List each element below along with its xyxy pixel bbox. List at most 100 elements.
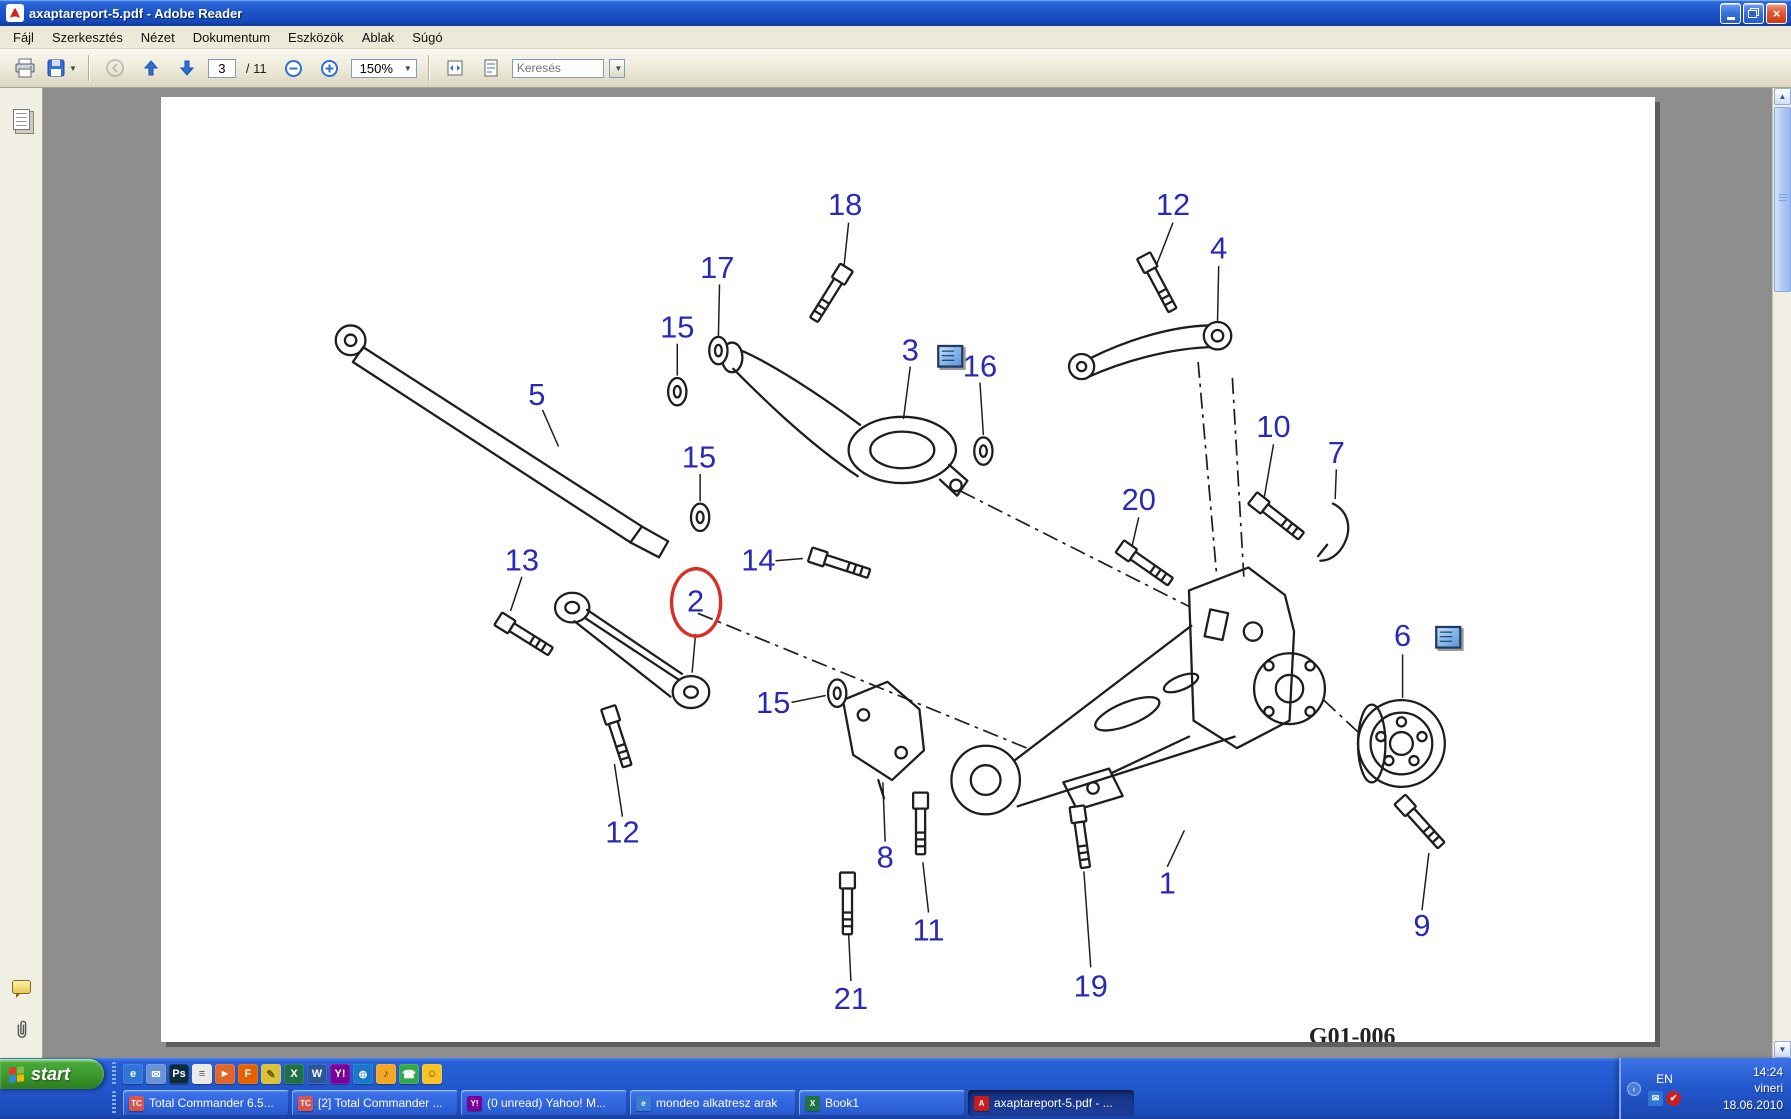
diagram-label-15: 15 bbox=[660, 310, 695, 345]
yahoo-messenger-icon[interactable]: Y! bbox=[330, 1064, 350, 1084]
taskbar-button-label: Book1 bbox=[825, 1096, 860, 1110]
toolbar-drag-handle[interactable] bbox=[112, 1091, 116, 1115]
taskbar-button-0-unread-yahoo-m[interactable]: Y!(0 unread) Yahoo! M... bbox=[461, 1090, 627, 1116]
scroll-down-button[interactable]: ▼ bbox=[1774, 1041, 1791, 1058]
chevron-down-icon: ▼ bbox=[69, 63, 77, 73]
window-icon: TC bbox=[298, 1095, 313, 1111]
paint-icon[interactable]: ✎ bbox=[261, 1064, 281, 1084]
media-player-icon[interactable]: ► bbox=[215, 1064, 235, 1084]
zoom-out-button[interactable] bbox=[279, 53, 309, 83]
pages-panel-button[interactable] bbox=[8, 106, 35, 133]
globe-icon[interactable]: ⊕ bbox=[353, 1064, 373, 1084]
diagram-label-15: 15 bbox=[681, 440, 717, 475]
window-icon: A bbox=[974, 1095, 989, 1111]
note-annotation-icon[interactable] bbox=[1435, 625, 1462, 649]
hide-tray-icons-button[interactable]: ‹ bbox=[1627, 1081, 1641, 1096]
menu-item-sugo[interactable]: Súgó bbox=[412, 29, 443, 45]
language-indicator[interactable]: EN bbox=[1656, 1071, 1673, 1086]
mail-icon[interactable]: ✉ bbox=[146, 1064, 166, 1084]
smiley-icon[interactable]: ☺ bbox=[422, 1064, 442, 1084]
vertical-scrollbar[interactable]: ▲ ▼ bbox=[1772, 88, 1791, 1058]
taskbar-button-label: Total Commander 6.5... bbox=[149, 1096, 274, 1110]
diagram-label-17: 17 bbox=[700, 250, 735, 285]
menu-item-fajl[interactable]: Fájl bbox=[13, 29, 34, 45]
photoshop-icon[interactable]: Ps bbox=[169, 1064, 189, 1084]
diagram-label-8: 8 bbox=[876, 840, 894, 875]
fit-page-button[interactable] bbox=[476, 53, 506, 83]
chevron-down-icon: ▼ bbox=[403, 63, 412, 73]
taskbar-button-2-total-commander[interactable]: TC [2] Total Commander ... bbox=[292, 1090, 458, 1116]
scrollbar-thumb[interactable] bbox=[1774, 107, 1791, 292]
clock[interactable]: 14:24 vineri 18.06.2010 bbox=[1723, 1064, 1783, 1113]
diagram-label-18: 18 bbox=[828, 187, 863, 223]
firefox-icon[interactable]: F bbox=[238, 1064, 258, 1084]
diagram-label-21: 21 bbox=[833, 981, 869, 1016]
page-number-input[interactable] bbox=[207, 58, 236, 78]
menu-item-dokumentum[interactable]: Dokumentum bbox=[192, 29, 271, 45]
tray-icon[interactable]: ✉ bbox=[1648, 1090, 1663, 1106]
phone-icon[interactable]: ☎ bbox=[399, 1064, 419, 1084]
window-icon: TC bbox=[129, 1095, 144, 1111]
word-icon[interactable]: W bbox=[307, 1064, 327, 1084]
adobe-reader-icon bbox=[6, 4, 24, 22]
diagram-label-5: 5 bbox=[528, 377, 546, 412]
diagram-label-16: 16 bbox=[962, 348, 998, 384]
fit-width-button[interactable] bbox=[440, 53, 470, 83]
taskbar-button-total-commander-6-5[interactable]: TC Total Commander 6.5... bbox=[123, 1090, 289, 1116]
excel-icon[interactable]: X bbox=[284, 1064, 304, 1084]
tray-date: 18.06.2010 bbox=[1722, 1097, 1783, 1112]
title-bar: axaptareport-5.pdf - Adobe Reader × bbox=[0, 0, 1791, 26]
internet-explorer-icon[interactable]: e bbox=[123, 1064, 143, 1084]
start-button[interactable]: start bbox=[0, 1059, 104, 1089]
print-button[interactable] bbox=[10, 53, 40, 83]
zoom-level-select[interactable]: 150% ▼ bbox=[350, 58, 417, 78]
system-tray: ‹ EN ✉ ✔ 14:24 vineri 18.06.2010 bbox=[1619, 1058, 1791, 1119]
note-annotation-icon[interactable] bbox=[937, 344, 964, 368]
navigation-rail bbox=[0, 88, 43, 1058]
search-input[interactable] bbox=[511, 58, 604, 78]
close-button[interactable]: × bbox=[1766, 2, 1787, 24]
diagram-label-14: 14 bbox=[741, 543, 776, 578]
taskbar-buttons: TC Total Commander 6.5... TC [2] Total Comm… bbox=[112, 1089, 1134, 1117]
antivirus-tray-icon[interactable]: ✔ bbox=[1666, 1090, 1681, 1106]
chevron-down-icon: ▼ bbox=[614, 63, 623, 73]
diagram-label-9: 9 bbox=[1413, 908, 1431, 943]
attachments-panel-button[interactable] bbox=[8, 1016, 35, 1043]
window-icon: e bbox=[636, 1095, 651, 1111]
suspension-exploded-diagram bbox=[334, 222, 1448, 982]
page-count-label: / 11 bbox=[245, 60, 267, 76]
restore-button[interactable] bbox=[1743, 2, 1764, 24]
comments-panel-button[interactable] bbox=[8, 973, 35, 1000]
menu-item-ablak[interactable]: Ablak bbox=[361, 29, 395, 45]
diagram-label-12: 12 bbox=[605, 814, 640, 850]
windows-flag-icon bbox=[9, 1065, 24, 1083]
previous-page-button[interactable] bbox=[136, 53, 166, 83]
toolbar-drag-handle[interactable] bbox=[112, 1062, 116, 1086]
figure-code: G01-006 bbox=[1308, 1022, 1396, 1042]
zoom-in-button[interactable] bbox=[315, 53, 345, 83]
menu-item-eszkozok[interactable]: Eszközök bbox=[288, 29, 344, 45]
window-icon: Y! bbox=[467, 1095, 482, 1111]
winamp-icon[interactable]: ♪ bbox=[376, 1064, 396, 1084]
previous-view-button[interactable] bbox=[100, 53, 130, 83]
toolbar-separator bbox=[87, 55, 89, 81]
diagram-label-10: 10 bbox=[1256, 409, 1291, 444]
minimize-button[interactable] bbox=[1720, 2, 1741, 24]
taskbar-button-label: axaptareport-5.pdf - ... bbox=[994, 1096, 1113, 1110]
next-page-button[interactable] bbox=[172, 53, 202, 83]
comment-bubble-icon bbox=[12, 979, 31, 998]
menu-item-nezet[interactable]: Nézet bbox=[140, 29, 175, 45]
diagram-label-4: 4 bbox=[1210, 231, 1228, 266]
search-options-button[interactable]: ▼ bbox=[608, 58, 625, 78]
taskbar-button-label: [2] Total Commander ... bbox=[318, 1096, 443, 1110]
menu-item-szerkesztes[interactable]: Szerkesztés bbox=[51, 29, 123, 45]
save-copy-button[interactable]: ▼ bbox=[46, 53, 77, 83]
notepad-icon[interactable]: ≡ bbox=[192, 1064, 212, 1084]
scroll-up-button[interactable]: ▲ bbox=[1774, 88, 1791, 105]
